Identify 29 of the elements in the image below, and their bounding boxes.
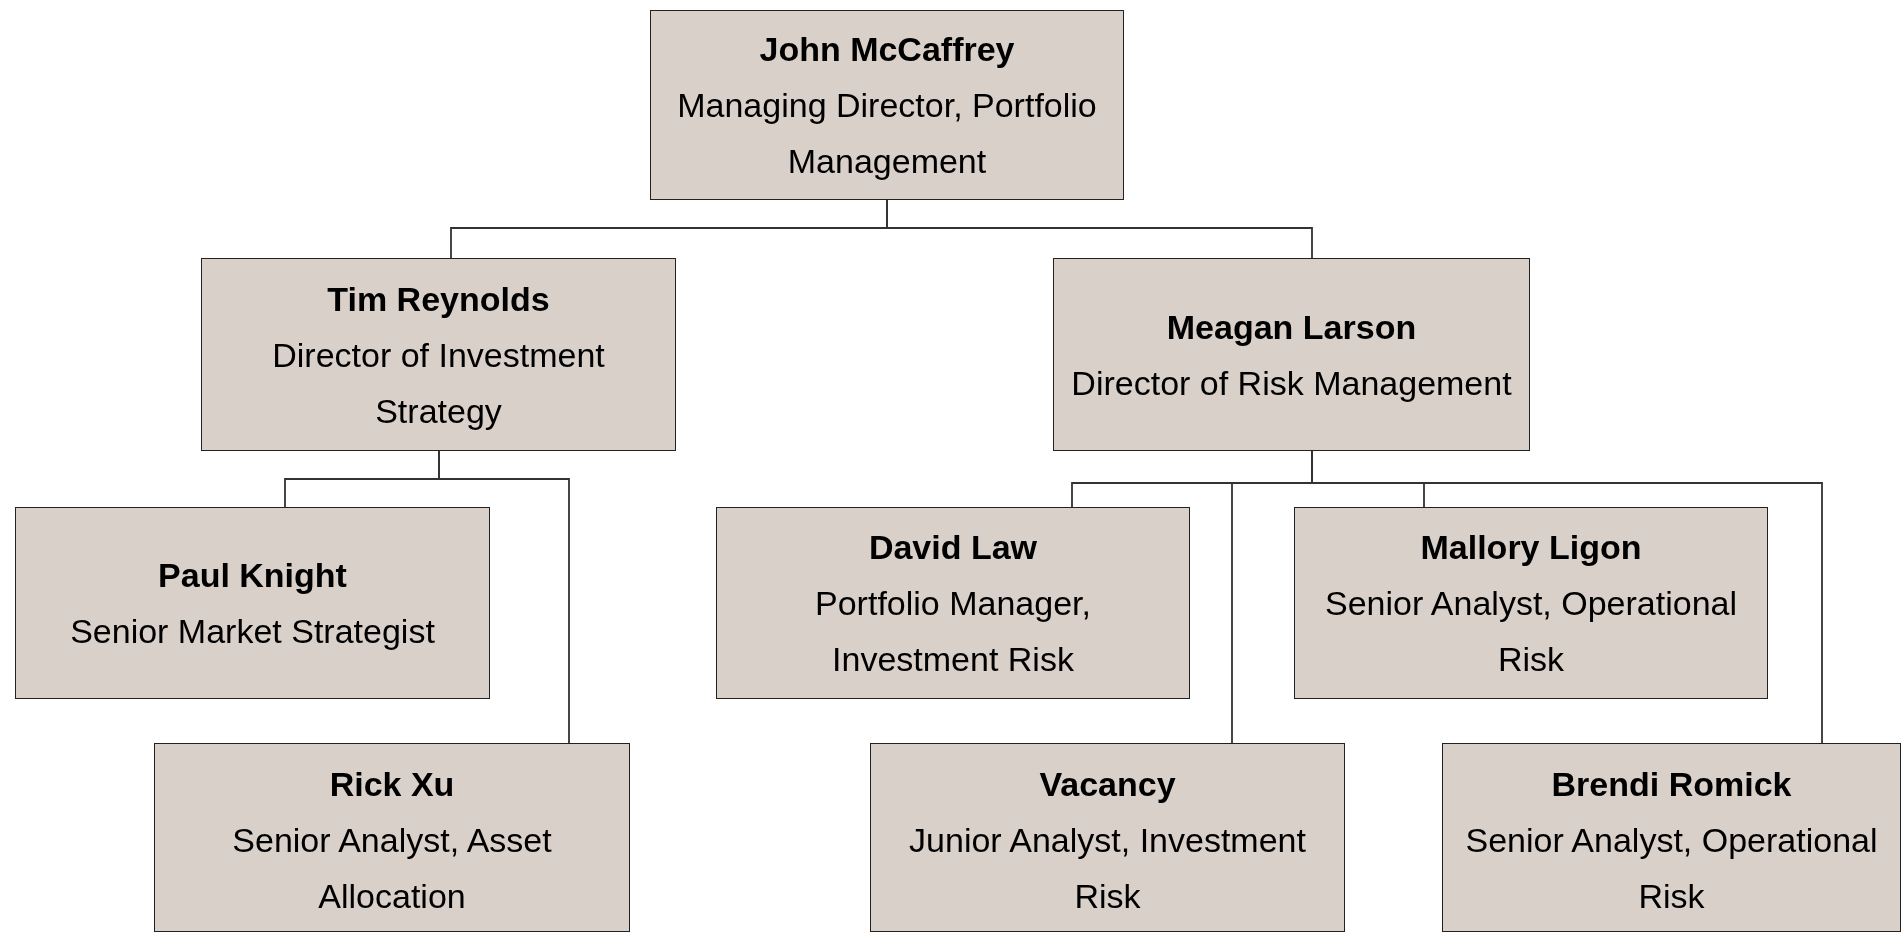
org-chart-box (1442, 743, 1901, 932)
org-chart-box (650, 10, 1124, 200)
person-name: Brendi Romick (1551, 764, 1792, 805)
job-title: Junior Analyst, Investment Risk (908, 820, 1307, 917)
person-name: Vacancy (1039, 764, 1176, 805)
job-title: Portfolio Manager, Investment Risk (814, 583, 1092, 680)
connector-line (438, 450, 570, 744)
job-title: Senior Market Strategist (70, 611, 435, 652)
job-title: Managing Director, Portfolio Management (676, 85, 1098, 182)
person-name: Rick Xu (329, 764, 455, 805)
person-name: John McCaffrey (759, 29, 1015, 70)
person-name: Paul Knight (158, 555, 347, 596)
person-name: Tim Reynolds (327, 278, 550, 320)
job-title: Senior Analyst, Operational Risk (1324, 583, 1738, 680)
job-title: Director of Investment Strategy (271, 334, 606, 432)
job-title: Senior Analyst, Asset Allocation (231, 820, 553, 917)
org-chart-box (870, 743, 1345, 932)
org-chart-box (15, 507, 490, 699)
job-title: Senior Analyst, Operational Risk (1464, 820, 1879, 917)
org-chart-box (154, 743, 630, 932)
person-name: David Law (868, 527, 1038, 568)
connector-line (886, 199, 1313, 259)
org-chart-box (1053, 258, 1530, 451)
org-chart-box (201, 258, 676, 451)
person-name: Meagan Larson (1166, 306, 1417, 348)
org-chart-box (716, 507, 1190, 699)
person-name: Mallory Ligon (1420, 527, 1642, 568)
org-chart-box (1294, 507, 1768, 699)
job-title: Director of Risk Management (1071, 362, 1512, 404)
